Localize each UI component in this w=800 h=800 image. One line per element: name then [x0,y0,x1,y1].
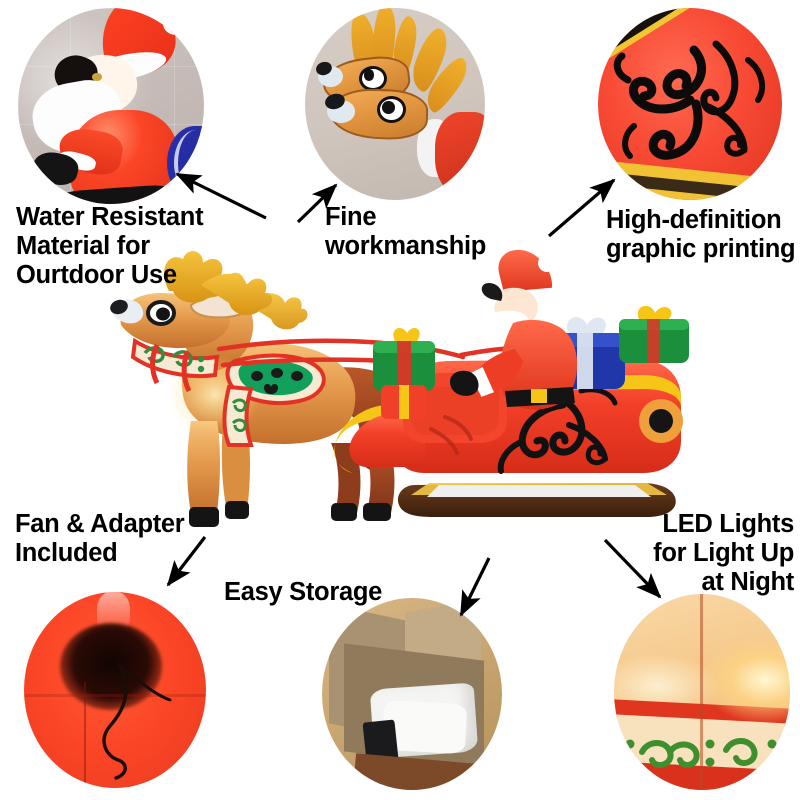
fabric-fold-line [24,693,206,697]
label-water-resistant: Water Resistant Material for Ourtdoor Us… [16,203,204,290]
santa-figure [449,249,578,410]
feature-photo-fine-workmanship [305,8,485,200]
reindeer-harness [130,337,326,447]
feature-photo-hd-printing [598,8,782,200]
scroll-pattern-svg [613,40,766,160]
reindeer-pupil-shape [382,101,395,114]
label-hd-printing: High-definition graphic printing [606,206,796,264]
feature-photo-fan-adapter [24,592,206,788]
label-led-lights: LED Lights for Light Up at Night [653,510,794,597]
santa-eye-shape [92,72,102,81]
fan-port-image [24,592,206,788]
printed-fabric-image [598,8,782,200]
product-illustration [95,245,715,545]
santa-closeup-image [18,8,204,204]
label-fan-adapter: Fan & Adapter Included [15,510,185,568]
blue-gift-ribbon-shape [174,129,204,197]
illuminated-inflatable-image [614,594,790,790]
fabric-seam-line [700,594,704,790]
green-scroll-decor-svg [625,738,777,769]
carton-box-image [322,598,502,790]
reindeer-heads-image [305,8,485,200]
power-cable-svg [102,664,172,780]
feature-photo-easy-storage [322,598,502,790]
label-fine-workmanship: Fine workmanship [325,203,487,261]
background-red-inflatable-shape [434,111,485,197]
led-glow-primary [702,637,790,724]
feature-photo-water-resistant [18,8,204,204]
product-svg [110,249,689,527]
santa-hat-pompom-shape [163,11,190,36]
reindeer-pupil-shape [363,69,375,81]
label-easy-storage: Easy Storage [224,578,382,606]
fabric-seam-line [84,682,87,785]
feature-photo-led-lights [614,594,790,790]
fan-opening-shape [60,623,163,710]
